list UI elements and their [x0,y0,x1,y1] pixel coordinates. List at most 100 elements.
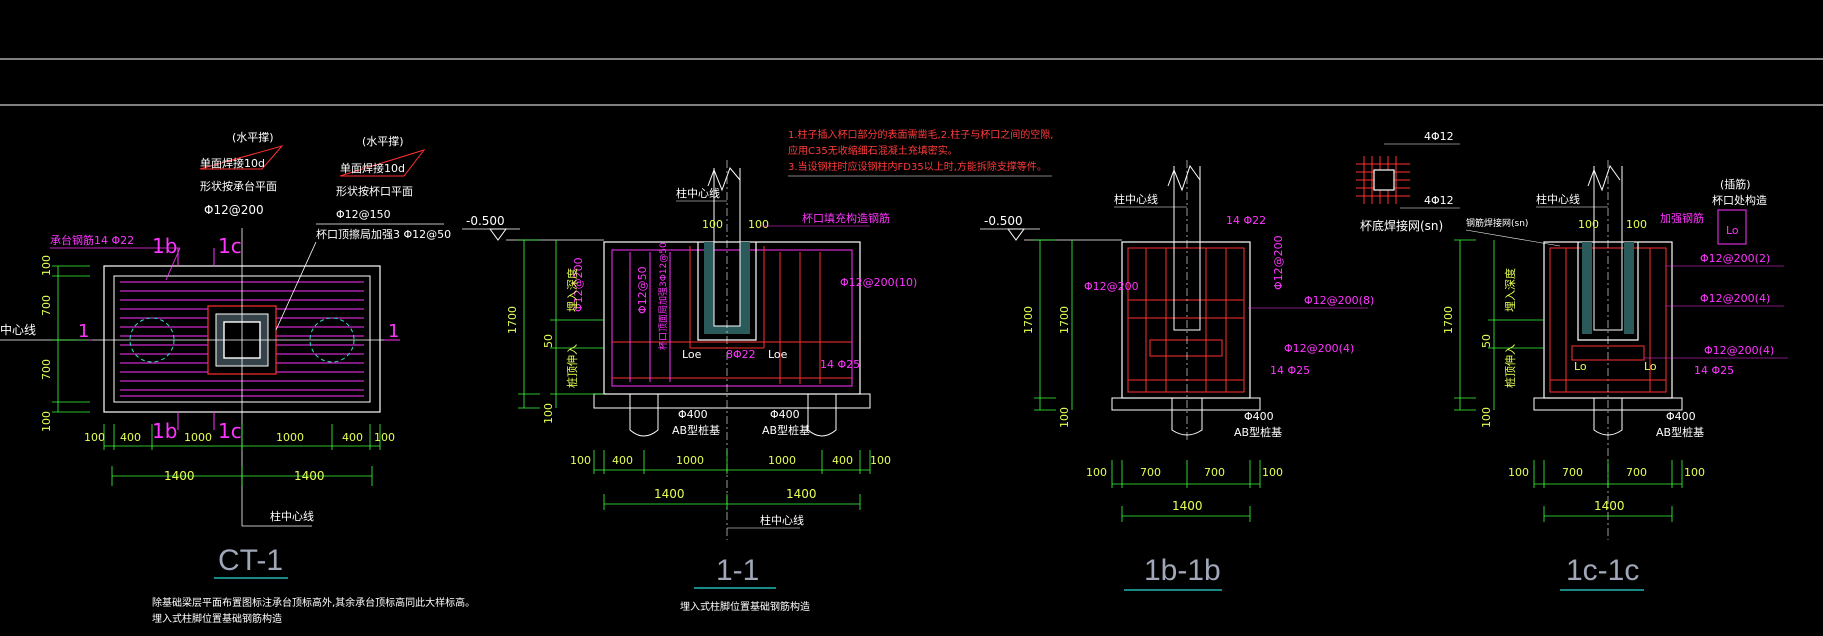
s1c-v-100: 100 [1480,407,1493,428]
s11-loe-2: Loe [768,348,788,361]
ct1-cap-1: 形状按承台平面 [200,179,277,193]
ct1-v-700b: 700 [40,359,53,380]
s1c-v-lbl-2: 桩顶伸入 [1503,344,1517,388]
s11-h-1000a: 1000 [676,454,704,467]
s1c-pile [1593,398,1623,436]
s1b-h-700b: 700 [1204,466,1225,479]
ct1-v-700a: 700 [40,295,53,316]
s1c-lo-box [1717,209,1747,245]
s11-r2: Φ12@200 [572,257,585,312]
section-1b-1b: -0.500 柱中心线 14 Φ22 Φ12@200 Φ12@200 Φ12@2… [980,160,1374,591]
s11-v-1700: 1700 [506,306,519,334]
ct1-weld-1: 单面焊接10d [200,156,265,170]
ct1-h-1400b: 1400 [294,469,325,483]
s1b-dim-horizontal [1111,460,1261,522]
s1b-p1: Φ400 [1244,410,1274,423]
s1b-v-100: 100 [1058,407,1071,428]
mesh-detail: 4Φ12 4Φ12 杯底焊接网(sn) [1356,130,1460,233]
s11-break-line [707,167,741,192]
s11-h-400a: 400 [612,454,633,467]
ct1-note-2: 埋入式柱脚位置基础钢筋构造 [152,612,282,625]
s11-cup-grout-bottom [704,326,750,334]
ct1-h-1400a: 1400 [164,469,195,483]
ct1-h-100a: 100 [84,431,105,444]
ct1-cap-2: 形状按杯口平面 [336,184,413,198]
ct1-v-100b: 100 [40,411,53,432]
s11-dim-horizontal [593,450,871,510]
s1c-lo-2: Lo [1644,360,1657,373]
s1b-r5: Φ12@200(4) [1284,342,1354,355]
s1c-p1: Φ400 [1666,410,1696,423]
title-1-1: 1-1 [716,554,759,587]
ct1-v-100a: 100 [40,255,53,276]
s1b-elev: -0.500 [984,214,1023,228]
ct1-rebar-d: 承台钢筋14 Φ22 [50,233,134,247]
s11-elev: -0.500 [466,214,505,228]
s1c-v-50: 50 [1480,334,1493,348]
s1c-column [1593,166,1623,331]
s1b-h-700a: 700 [1140,466,1161,479]
s11-red-note-3: 3.当设钢柱时应设钢柱内FD35以上时,方能拆除支撑等件。 [788,160,1047,173]
mark-1b-top: 1b [152,234,177,258]
s1c-grout-left [1582,242,1592,334]
leader-rebar-c [275,241,317,331]
s11-h-400b: 400 [832,454,853,467]
ct1-dim-horizontal [103,424,381,486]
s1c-weld-mesh: 钢筋焊接网(sn) [1466,217,1528,229]
mesh-r2: 4Φ12 [1424,194,1454,207]
section-1-1: -0.500 [462,128,1053,613]
ct1-water-2: (水平撑) [362,134,404,148]
s1b-r1: 14 Φ22 [1226,214,1266,227]
s11-v-100: 100 [542,403,555,424]
s1c-lo: Lo [1726,224,1739,237]
ct1-h-400b: 400 [342,431,363,444]
title-1b-1b: 1b-1b [1144,554,1221,587]
ct1-weld-2: 单面焊接10d [340,161,405,175]
s1b-ab: AB型桩基 [1234,425,1282,439]
s1c-ab: AB型桩基 [1656,425,1704,439]
s11-r4: 杯口顶面局加强3Φ12@50 [657,242,669,350]
ct1-water-1: (水平撑) [232,130,274,144]
s1b-elev-triangle [1007,228,1025,241]
s11-r1: Φ12@200(10) [840,276,917,289]
mesh-r1: 4Φ12 [1424,130,1454,143]
s1c-dim-horizontal [1533,460,1683,522]
s1b-h-1400: 1400 [1172,499,1203,513]
s1b-r4: Φ12@200(8) [1304,294,1374,307]
s11-v-lbl-2: 桩顶伸入 [565,344,579,388]
s11-top-100a: 100 [702,218,723,231]
s11-r6: 14 Φ25 [820,358,860,371]
s1b-cage [1127,247,1245,393]
s1c-weld-mesh-leader [1465,229,1561,247]
mesh-socket [1373,169,1395,191]
s11-col-center: 柱中心线 [676,186,720,200]
leader-rebar-d-tip [165,247,181,281]
s1b-column [1173,166,1201,331]
ct1-h-1000a: 1000 [184,431,212,444]
s1c-h-700a: 700 [1562,466,1583,479]
s11-ab2: AB型桩基 [762,423,810,437]
s1b-col-center: 柱中心线 [1114,192,1158,206]
s1c-grout-right [1624,242,1634,334]
s1b-h-100a: 100 [1086,466,1107,479]
s11-loe-1: Loe [682,348,702,361]
s11-rebar [612,246,852,384]
s1c-r4: 14 Φ25 [1694,364,1734,377]
s11-h-1400b: 1400 [786,487,817,501]
mark-1c-bottom: 1c [218,419,242,443]
mark-1-left: 1 [78,321,89,342]
s1c-cup-rebar: 加强钢筋 [1660,211,1704,225]
s1b-r3: Φ12@200 [1272,235,1285,290]
ct1-rebar-c: 杯口顶擦局加强3 Φ12@50 [316,227,451,241]
mark-1-right: 1 [388,321,399,342]
weld-mark-2 [339,149,426,177]
ct1-note-1: 除基础梁层平面布置图标注承台顶标高外,其余承台顶标高同此大样标高。 [152,596,475,609]
s11-p1: Φ400 [678,408,708,421]
s1b-blinding [1111,397,1261,411]
s1c-v-1700: 1700 [1442,306,1455,334]
s1c-h-700b: 700 [1626,466,1647,479]
s11-r3: Φ12@50 [636,266,649,314]
s1c-v-lbl-1: 埋入深度 [1503,268,1517,312]
s1b-rebar [1128,248,1244,392]
